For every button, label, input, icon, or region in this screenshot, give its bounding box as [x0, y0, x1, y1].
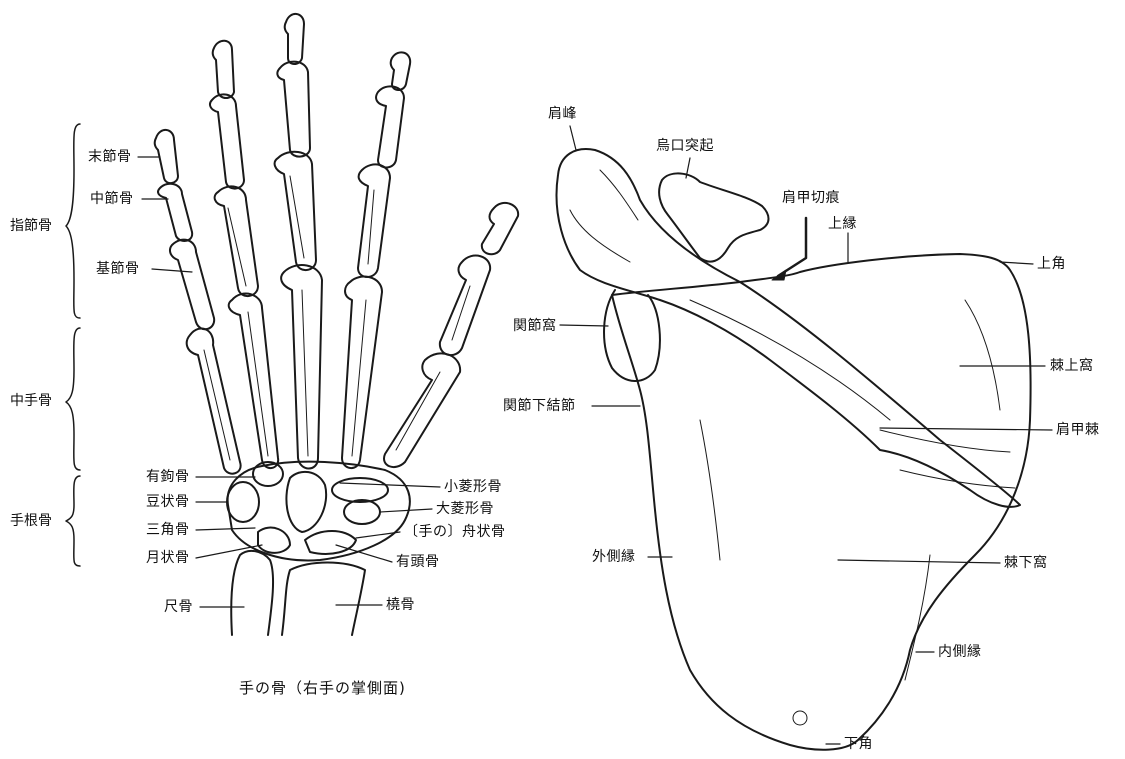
capitate-bone: [286, 472, 326, 532]
phalanx-4-proximal: [215, 186, 258, 296]
phalanx-1-distal: [482, 203, 518, 254]
label-supraspinous-fossa: 棘上窩: [1050, 358, 1094, 374]
pisiform-bone: [227, 482, 259, 522]
phalanx-4-distal: [213, 41, 234, 98]
label-capitate: 有頭骨: [396, 554, 440, 570]
label-hamate: 有鉤骨: [146, 469, 190, 485]
label-spine: 肩甲棘: [1056, 422, 1100, 438]
phalanx-5-proximal: [170, 240, 214, 330]
metacarpal-2: [342, 277, 382, 469]
label-trapezium: 大菱形骨: [436, 501, 494, 517]
label-phalanges: 指節骨: [10, 218, 52, 234]
phalanx-3-middle: [277, 62, 310, 157]
hand-bones-drawing: [155, 14, 518, 635]
scapular-notch-arrow: [778, 218, 806, 276]
metacarpal-5: [187, 328, 241, 473]
hand-caption: 手の骨（右手の掌側面): [239, 679, 406, 697]
hand-shading: [204, 176, 470, 460]
label-scapular-notch: 肩甲切痕: [782, 190, 840, 206]
label-distal-phalanx: 末節骨: [88, 149, 132, 165]
label-radius: 橈骨: [386, 597, 415, 613]
label-acromion: 肩峰: [548, 106, 577, 122]
phalanx-3-proximal: [275, 152, 316, 270]
label-lunate: 月状骨: [146, 550, 190, 566]
label-proximal-phalanx: 基節骨: [96, 261, 140, 277]
phalanx-4-middle: [210, 94, 244, 188]
lunate-bone: [258, 528, 290, 553]
label-trapezoid: 小菱形骨: [444, 479, 502, 495]
label-lateral-border: 外側縁: [592, 549, 636, 565]
phalanx-5-middle: [158, 184, 192, 241]
label-triquetrum: 三角骨: [146, 522, 190, 538]
label-glenoid: 関節窩: [513, 318, 557, 334]
trapezoid-bone: [332, 478, 388, 502]
label-scaphoid: 〔手の〕舟状骨: [404, 524, 506, 540]
phalanx-1-proximal: [440, 256, 490, 356]
label-infraglenoid: 関節下結節: [503, 398, 576, 414]
phalanx-2-middle: [376, 86, 404, 167]
glenoid-cavity: [604, 290, 660, 381]
ulna-bone: [231, 551, 273, 635]
coracoid-process: [659, 173, 768, 261]
group-braces: [66, 124, 80, 566]
label-middle-phalanx: 中節骨: [90, 191, 134, 207]
phalanx-2-proximal: [358, 164, 390, 277]
label-medial-border: 内側縁: [938, 644, 982, 660]
trapezium-bone: [344, 500, 380, 524]
metacarpal-3: [281, 265, 322, 468]
label-metacarpals: 中手骨: [10, 393, 52, 409]
phalanx-2-distal: [391, 52, 411, 90]
metacarpal-1: [384, 353, 460, 467]
label-superior-border: 上縁: [828, 216, 857, 232]
scapula-body: [612, 254, 1031, 750]
label-ulna: 尺骨: [164, 599, 193, 615]
label-inferior-angle: 下角: [844, 736, 873, 752]
label-carpals: 手根骨: [10, 513, 52, 529]
label-infraspinous-fossa: 棘下窩: [1004, 555, 1048, 571]
phalanx-3-distal: [285, 14, 304, 64]
radius-bone: [282, 563, 365, 636]
label-coracoid: 烏口突起: [656, 138, 714, 154]
scaphoid-bone: [305, 531, 356, 554]
label-superior-angle: 上角: [1037, 256, 1066, 272]
label-pisiform: 豆状骨: [146, 494, 190, 510]
